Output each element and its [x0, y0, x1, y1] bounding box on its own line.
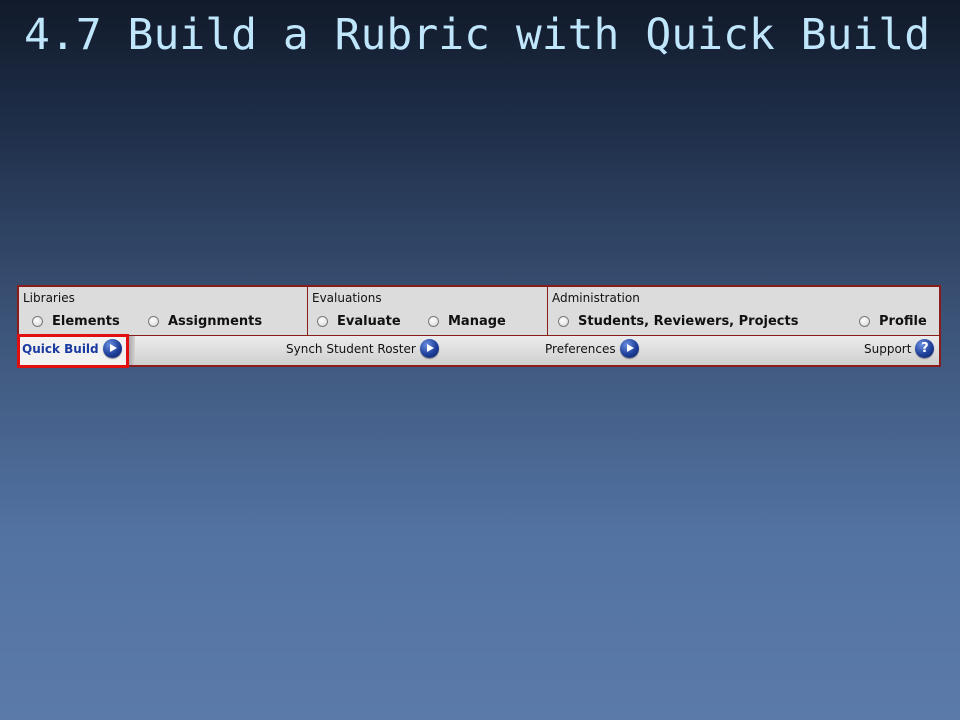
quick-build-label[interactable]: Quick Build [22, 341, 99, 356]
radio-assignments[interactable]: Assignments [148, 314, 262, 329]
group-libraries: Libraries Elements Assignments [19, 287, 308, 335]
radio-label-assignments: Assignments [168, 314, 263, 329]
group-evaluations: Evaluations Evaluate Manage [308, 287, 548, 335]
rubric-menu-panel: Libraries Elements Assignments Evaluatio… [17, 285, 941, 368]
preferences-label[interactable]: Preferences [545, 341, 616, 356]
group-title-evaluations: Evaluations [312, 291, 382, 305]
bottom-nav-row: Quick Build Synch Student Roster Prefere… [17, 334, 939, 368]
radio-button-icon[interactable] [32, 316, 43, 327]
radio-button-icon[interactable] [148, 316, 159, 327]
radio-manage[interactable]: Manage [428, 314, 506, 329]
group-title-administration: Administration [552, 291, 640, 305]
radio-label-students-reviewers-projects: Students, Reviewers, Projects [578, 314, 799, 329]
radio-button-icon[interactable] [859, 316, 870, 327]
synch-student-roster-label[interactable]: Synch Student Roster [286, 341, 416, 356]
radio-label-profile: Profile [879, 314, 927, 329]
radio-students-reviewers-projects[interactable]: Students, Reviewers, Projects [558, 314, 798, 329]
support-link[interactable]: Support ? [864, 339, 935, 358]
synch-student-roster-link[interactable]: Synch Student Roster [286, 339, 439, 358]
radio-button-icon[interactable] [317, 316, 328, 327]
help-icon[interactable]: ? [915, 339, 935, 358]
menu-groups-row: Libraries Elements Assignments Evaluatio… [19, 287, 939, 335]
play-icon[interactable] [419, 339, 439, 358]
help-glyph: ? [921, 341, 929, 356]
quick-build-tab-shadow [129, 336, 135, 365]
play-icon[interactable] [619, 339, 639, 358]
support-label[interactable]: Support [864, 341, 912, 356]
slide-title: 4.7 Build a Rubric with Quick Build [24, 10, 931, 60]
group-title-libraries: Libraries [23, 291, 75, 305]
group-administration: Administration Students, Reviewers, Proj… [548, 287, 939, 335]
radio-button-icon[interactable] [558, 316, 569, 327]
radio-label-manage: Manage [448, 314, 506, 329]
radio-evaluate[interactable]: Evaluate [317, 314, 401, 329]
radio-profile[interactable]: Profile [859, 314, 927, 329]
play-icon[interactable] [102, 339, 122, 358]
radio-label-evaluate: Evaluate [337, 314, 401, 329]
preferences-link[interactable]: Preferences [545, 339, 639, 358]
radio-elements[interactable]: Elements [32, 314, 120, 329]
radio-label-elements: Elements [52, 314, 120, 329]
radio-button-icon[interactable] [428, 316, 439, 327]
quick-build-link[interactable]: Quick Build [22, 339, 122, 358]
